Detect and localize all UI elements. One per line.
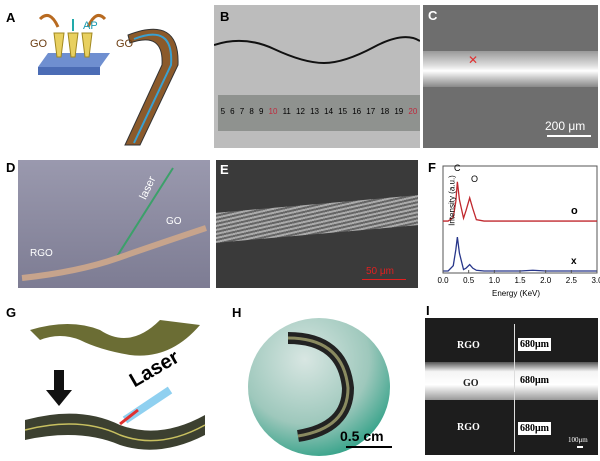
- go-film: [30, 320, 200, 356]
- spinneret-block: [38, 53, 110, 67]
- scale-bar: [362, 279, 406, 280]
- panel-label-b: B: [220, 9, 230, 24]
- fiber: [21, 225, 207, 281]
- ruler-tick-label: 15: [338, 107, 348, 116]
- ruler-tick-label: 9: [258, 107, 264, 116]
- x-axis-label: Energy (KeV): [492, 289, 541, 298]
- panel-e-sem: E 50 μm: [216, 160, 418, 288]
- legend-o: o: [571, 205, 578, 217]
- ruler-tick-label: 7: [239, 107, 245, 116]
- rgo-top-label: RGO: [457, 340, 480, 351]
- series-line-x: [443, 237, 597, 272]
- scale-bar-label: 100μm: [568, 436, 588, 444]
- ruler-tick-label: 10: [268, 107, 278, 116]
- scale-bar: [547, 135, 591, 137]
- go-left-label: GO: [30, 38, 48, 50]
- panel-label-a: A: [6, 10, 16, 25]
- panel-label-i: I: [426, 303, 430, 318]
- x-tick-label: 1.0: [489, 276, 501, 285]
- fiber-line: [214, 36, 420, 65]
- ruler-tick-label: 14: [324, 107, 334, 116]
- arrow-down-icon: [46, 390, 72, 406]
- panel-label-g: G: [6, 305, 17, 320]
- scale-bar: [577, 446, 583, 448]
- panel-label-c: C: [428, 8, 438, 23]
- y-axis-label: Intensity (a.u.): [447, 175, 457, 226]
- rgo-label: RGO: [30, 248, 53, 259]
- x-tick-label: 3.0: [591, 276, 600, 285]
- go-label: GO: [463, 378, 479, 389]
- panel-g-schematic: [24, 320, 206, 450]
- laser-beam: [115, 167, 174, 259]
- bent-film: [287, 332, 355, 442]
- panel-h-photo: [248, 318, 390, 456]
- ruler-tick-label: 11: [282, 107, 291, 116]
- ruler-tick-label: 20: [408, 107, 418, 116]
- ruler-tick-label: 18: [380, 107, 390, 116]
- dimension-line: [514, 324, 515, 452]
- panel-d-render: D laser GO RGO: [18, 160, 210, 288]
- ruler-tick-label: 12: [296, 107, 305, 116]
- fiber-band: [423, 51, 598, 87]
- panel-i-sem: RGO GO RGO 680μm 680μm 680μm 100μm: [425, 318, 598, 455]
- peak-label-o: O: [471, 174, 479, 184]
- ruler-tick-label: 13: [310, 107, 319, 116]
- panel-f-eds-chart: 0.0 0.5 1.0 1.5 2.0 2.5 3.0: [437, 165, 600, 285]
- series-line-o: [443, 181, 597, 222]
- fiber-ribbon: [124, 28, 179, 146]
- ruler-tick-label: 8: [249, 107, 254, 116]
- scale-bar-label: 0.5 cm: [340, 428, 384, 444]
- thickness-label-top: 680μm: [518, 338, 551, 351]
- panel-label-e: E: [220, 162, 229, 177]
- x-tick-label: 0.0: [437, 276, 449, 285]
- panel-c-sem: C ✕ 200 μm: [423, 5, 598, 148]
- ruler-tick-label: 19: [394, 107, 404, 116]
- rgo-film: [25, 413, 205, 450]
- nozzle-center: [67, 32, 79, 58]
- panel-label-f: F: [428, 160, 436, 175]
- go-label: GO: [166, 216, 182, 227]
- scale-bar-label: 50 μm: [366, 266, 394, 277]
- ruler-tick-label: 17: [366, 107, 376, 116]
- x-tick-label: 2.5: [566, 276, 578, 285]
- nozzle-right: [81, 32, 93, 58]
- fiber-bundle: [216, 195, 418, 243]
- ruler-tick-label: 6: [230, 107, 235, 116]
- panel-label-d: D: [6, 160, 16, 175]
- arrow-left-icon: [38, 13, 60, 28]
- ruler-tick-label: 16: [352, 107, 362, 116]
- panel-label-h: H: [232, 305, 242, 320]
- x-tick-label: 1.5: [514, 276, 526, 285]
- go-layer: [425, 362, 598, 400]
- ruler-tick-label: 5: [220, 107, 226, 116]
- x-tick-label: 0.5: [463, 276, 475, 285]
- ap-label: AP: [83, 20, 98, 32]
- panel-a-schematic: [38, 13, 179, 146]
- rgo-bottom-label: RGO: [457, 422, 480, 433]
- legend-x: x: [571, 256, 577, 267]
- marker-x-icon: ✕: [468, 53, 479, 67]
- thickness-label-middle: 680μm: [520, 375, 549, 386]
- go-right-label: GO: [116, 38, 134, 50]
- x-tick-label: 2.0: [540, 276, 552, 285]
- peak-label-c: C: [454, 163, 461, 173]
- arrow-right-icon: [86, 13, 107, 28]
- scale-bar-label: 200 μm: [545, 119, 586, 133]
- nozzle-left: [53, 32, 65, 58]
- scale-bar: [346, 446, 392, 448]
- thickness-label-bottom: 680μm: [518, 422, 551, 435]
